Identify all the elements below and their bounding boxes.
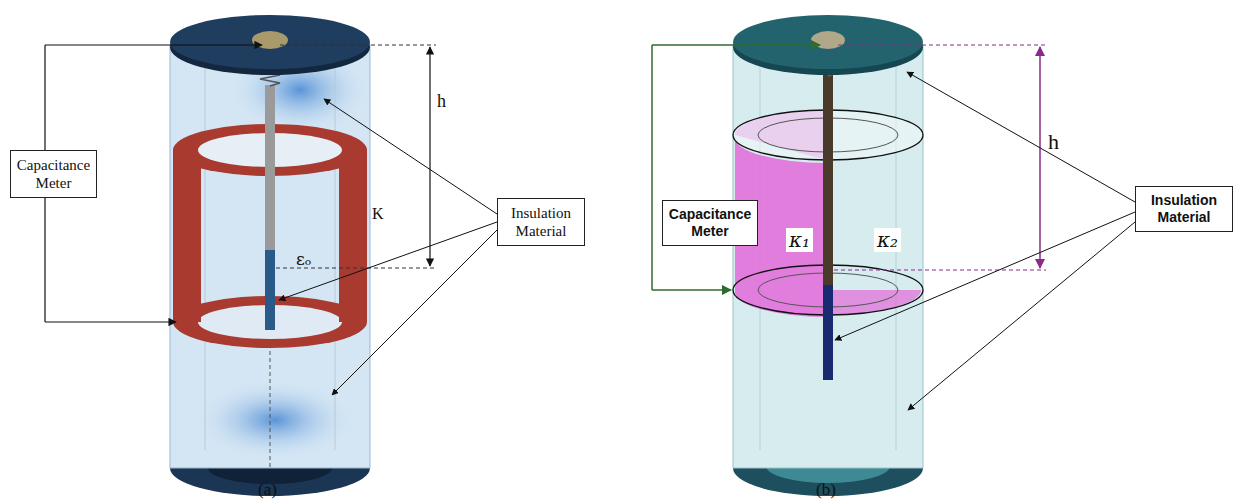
label-box: Insulation Material	[497, 198, 585, 246]
box-text: Insulation Material	[1142, 192, 1226, 226]
label-box: Insulation Material	[1135, 186, 1233, 232]
terminal	[252, 31, 288, 49]
meter-box: Capacitance Meter	[662, 200, 758, 246]
box-text: Capacitance Meter	[17, 156, 90, 192]
meter-lead	[652, 44, 820, 46]
insulation-body	[170, 45, 370, 468]
axis-line	[270, 330, 271, 468]
bracket-line	[651, 45, 653, 290]
leader-line	[907, 72, 1135, 202]
inner-wall	[205, 60, 206, 450]
blue-glow	[195, 380, 355, 460]
meter-lead	[45, 44, 262, 45]
meter-box: Capacitance Meter	[10, 150, 97, 198]
leader-line	[908, 222, 1135, 410]
figure-label: (b)	[816, 481, 836, 500]
leader-line	[835, 212, 1135, 340]
outer-electrode-wall	[173, 150, 201, 322]
terminal	[811, 31, 845, 49]
dimension-extension	[834, 270, 1046, 271]
leader-line	[279, 222, 497, 300]
top-cap	[170, 15, 370, 69]
box-text: Capacitance Meter	[669, 206, 751, 240]
inner-rod-insulated	[265, 250, 275, 330]
dimension-arrow	[1039, 47, 1041, 268]
dimension-extension	[280, 45, 436, 46]
outer-electrode-wall	[339, 150, 367, 322]
dimension-extension	[838, 45, 1046, 46]
meter-lead	[652, 289, 731, 291]
top-cap	[733, 15, 923, 69]
inner-rod	[823, 75, 833, 285]
meter-lead	[45, 321, 176, 322]
inner-rod-insulated	[823, 285, 833, 380]
figure-label: κ₂	[874, 228, 901, 252]
figure-label: K	[372, 205, 384, 223]
box-text: Insulation Material	[504, 204, 578, 240]
figure-label: εₒ	[296, 250, 311, 269]
figure-label: κ₁	[786, 228, 813, 252]
insulation-body	[733, 45, 923, 468]
leader-line	[332, 230, 497, 395]
figure-label: h	[437, 92, 446, 112]
leader-line	[324, 99, 497, 214]
inner-rod	[265, 85, 275, 250]
dimension-arrow	[429, 47, 430, 266]
figure-label: (a)	[258, 481, 277, 500]
figure-label: h	[1048, 130, 1059, 154]
